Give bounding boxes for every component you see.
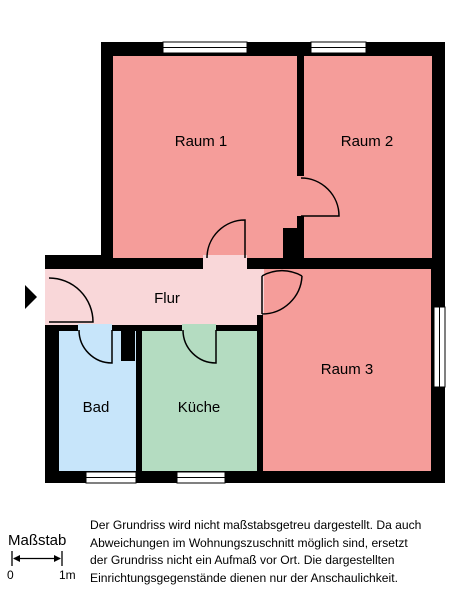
door-entrance: [48, 277, 94, 323]
window-bad: [85, 471, 137, 484]
windows: [85, 41, 446, 484]
label-bad: Bad: [83, 399, 110, 416]
door-kueche: [182, 329, 217, 364]
door-openings: [78, 176, 305, 332]
room-flur: [45, 269, 257, 325]
label-raum-2: Raum 2: [341, 133, 394, 150]
disclaimer-text: Der Grundriss wird nicht maßstabsgetreu …: [90, 518, 422, 585]
door-raum-1: [206, 219, 246, 259]
door-raum-3: [261, 269, 303, 315]
window-raum-3: [433, 306, 446, 388]
door-raum-2: [300, 177, 340, 217]
window-kueche: [176, 471, 226, 484]
door-swings: [48, 177, 340, 364]
room-raum-1: [113, 56, 297, 258]
pillar: [283, 228, 303, 258]
room-kueche: [142, 331, 257, 471]
scale-bar: [11, 551, 63, 566]
label-kueche: Küche: [178, 399, 221, 416]
pillar: [121, 331, 135, 361]
label-raum-1: Raum 1: [175, 133, 228, 150]
door-bad: [78, 329, 113, 364]
room-raum-2: [304, 56, 432, 258]
label-flur: Flur: [154, 290, 180, 307]
window-raum-1: [162, 41, 248, 54]
scale-start-label: 0: [7, 568, 14, 582]
scale-end-label: 1m: [59, 568, 76, 582]
window-raum-2: [310, 41, 367, 54]
entrance-arrow-icon: [25, 285, 37, 309]
scale-title: Maßstab: [8, 532, 67, 549]
label-raum-3: Raum 3: [321, 361, 374, 378]
